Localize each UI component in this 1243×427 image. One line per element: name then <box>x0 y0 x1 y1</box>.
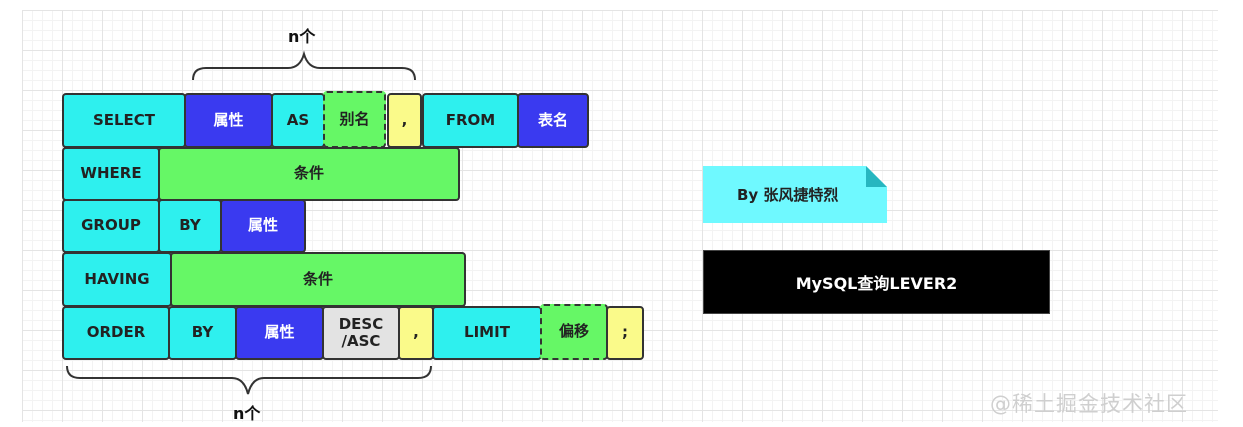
having-condition: 条件 <box>170 252 466 307</box>
from-keyword: FROM <box>422 93 519 148</box>
group-by-keyword: BY <box>158 199 222 253</box>
comma-separator-2: , <box>398 306 434 360</box>
diagram-title-text: MySQL查询LEVER2 <box>795 274 958 293</box>
where-condition: 条件 <box>158 147 460 201</box>
alias-block: 别名 <box>323 91 386 148</box>
author-note: By 张风捷特烈 <box>703 166 887 223</box>
bottom-brace-label: n个 <box>233 404 261 423</box>
order-by-keyword: BY <box>168 306 237 360</box>
top-brace-label: n个 <box>288 27 316 46</box>
semicolon-terminator: ; <box>606 306 644 360</box>
bottom-brace <box>66 365 432 395</box>
watermark: @稀土掘金技术社区 <box>990 392 1188 416</box>
offset-block: 偏移 <box>540 304 608 360</box>
group-field: 属性 <box>220 199 306 253</box>
diagram-title: MySQL查询LEVER2 <box>703 250 1050 314</box>
comma-separator-1: , <box>387 93 422 148</box>
table-name: 表名 <box>517 93 589 148</box>
top-brace <box>192 50 416 81</box>
order-keyword: ORDER <box>62 306 170 360</box>
limit-keyword: LIMIT <box>432 306 542 360</box>
where-keyword: WHERE <box>62 147 160 201</box>
order-field: 属性 <box>235 306 324 360</box>
sort-direction: DESC /ASC <box>322 306 400 360</box>
select-keyword: SELECT <box>62 93 186 148</box>
group-keyword: GROUP <box>62 199 160 253</box>
author-note-text: By 张风捷特烈 <box>737 186 839 204</box>
having-keyword: HAVING <box>62 252 172 307</box>
as-keyword: AS <box>271 93 325 148</box>
select-field: 属性 <box>184 93 273 148</box>
